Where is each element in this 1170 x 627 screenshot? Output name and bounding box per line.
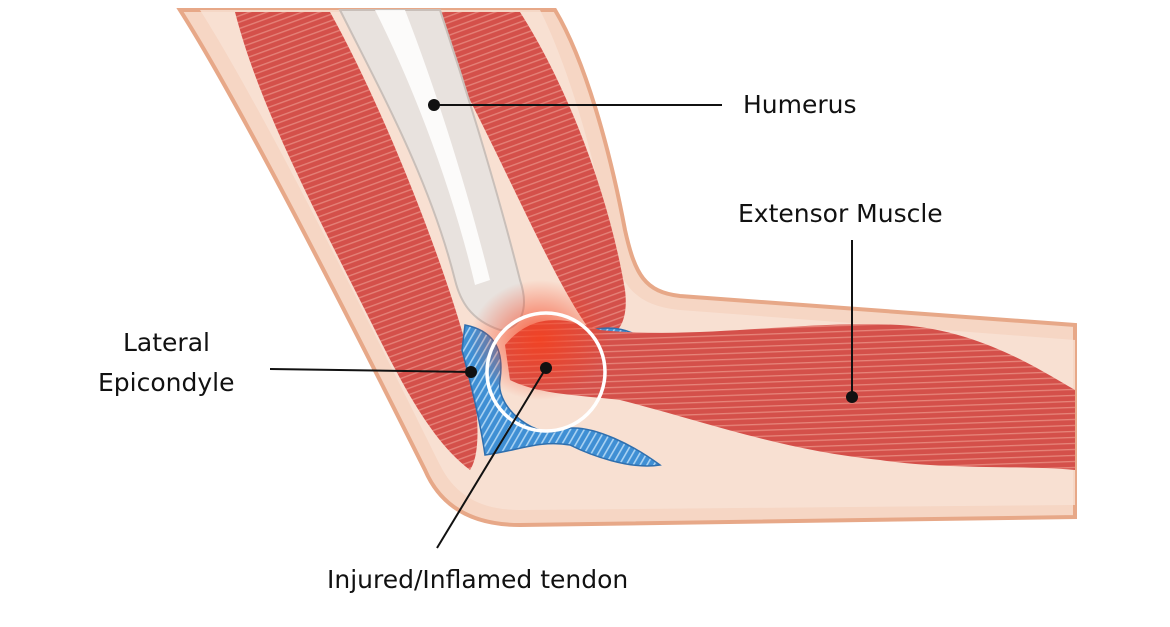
extensor-muscle — [505, 320, 1075, 470]
label-injured-tendon: Injured/Inflamed tendon — [327, 565, 629, 594]
label-epicondyle: Epicondyle — [98, 368, 235, 397]
injury-highlight-circle — [485, 311, 607, 433]
label-humerus: Humerus — [743, 90, 857, 119]
leader-lines — [269, 104, 853, 549]
extensor-marker-dot — [846, 391, 858, 403]
tendon-leader-line — [436, 367, 547, 549]
label-lateral: Lateral — [123, 328, 210, 357]
epicondyle-marker-dot — [465, 366, 477, 378]
epicondyle-leader-line — [269, 368, 472, 373]
tendon-marker-dot — [540, 362, 552, 374]
humerus-marker-dot — [428, 99, 440, 111]
inflammation-glow — [470, 280, 610, 400]
upper-arm-muscle-left — [235, 12, 478, 470]
label-extensor-muscle: Extensor Muscle — [738, 199, 943, 228]
upper-arm-muscle-right — [430, 12, 626, 336]
